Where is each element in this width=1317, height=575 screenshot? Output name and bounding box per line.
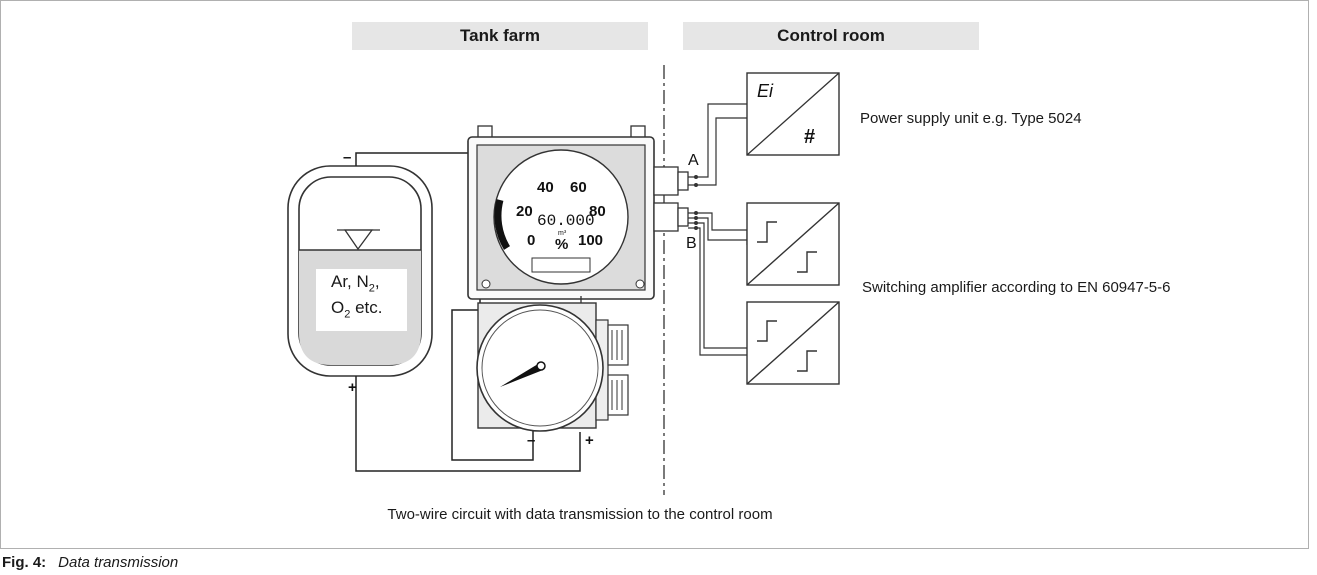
scale-100: 100 (578, 232, 603, 249)
tank-contents-line2: O2 etc. (331, 298, 383, 321)
figure-title: Data transmission (58, 554, 179, 571)
lcd-unit: m³ (558, 230, 567, 237)
control-room-header: Control room (683, 22, 979, 50)
scale-20: 20 (516, 203, 533, 220)
power-supply-label: Power supply unit e.g. Type 5024 (860, 110, 1082, 127)
switching-amplifier-label: Switching amplifier according to EN 6094… (862, 279, 1171, 296)
scale-0: 0 (527, 232, 535, 249)
scale-60: 60 (570, 179, 587, 196)
tank-vessel (287, 165, 433, 377)
lcd-display: 60.000 (537, 212, 595, 230)
tank-farm-header: Tank farm (352, 22, 648, 50)
figure-caption: Fig. 4: Data transmission (2, 554, 178, 571)
circuit-caption: Two-wire circuit with data transmission … (387, 506, 773, 523)
scale-80: 80 (589, 203, 606, 220)
power-box-symbol: Ei (757, 81, 774, 101)
switching-amplifier-1 (746, 202, 840, 286)
power-box-hash: # (804, 126, 815, 148)
switching-amplifier-2 (746, 301, 840, 385)
transmitter-minus: – (527, 432, 535, 449)
tank-minus: – (343, 149, 351, 166)
tank-plus: + (348, 379, 357, 396)
transmitter-plus: + (585, 432, 594, 449)
pressure-gauge (476, 296, 629, 432)
tank-contents-line1: Ar, N2, (331, 272, 380, 295)
scale-40: 40 (537, 179, 554, 196)
connector-b: B (686, 235, 697, 252)
figure-frame (0, 0, 1309, 549)
percent-sign: % (555, 236, 568, 253)
figure-number: Fig. 4: (2, 554, 47, 571)
transmitter-housing (467, 125, 689, 300)
connector-a: A (688, 152, 699, 169)
power-supply-box (746, 72, 840, 156)
